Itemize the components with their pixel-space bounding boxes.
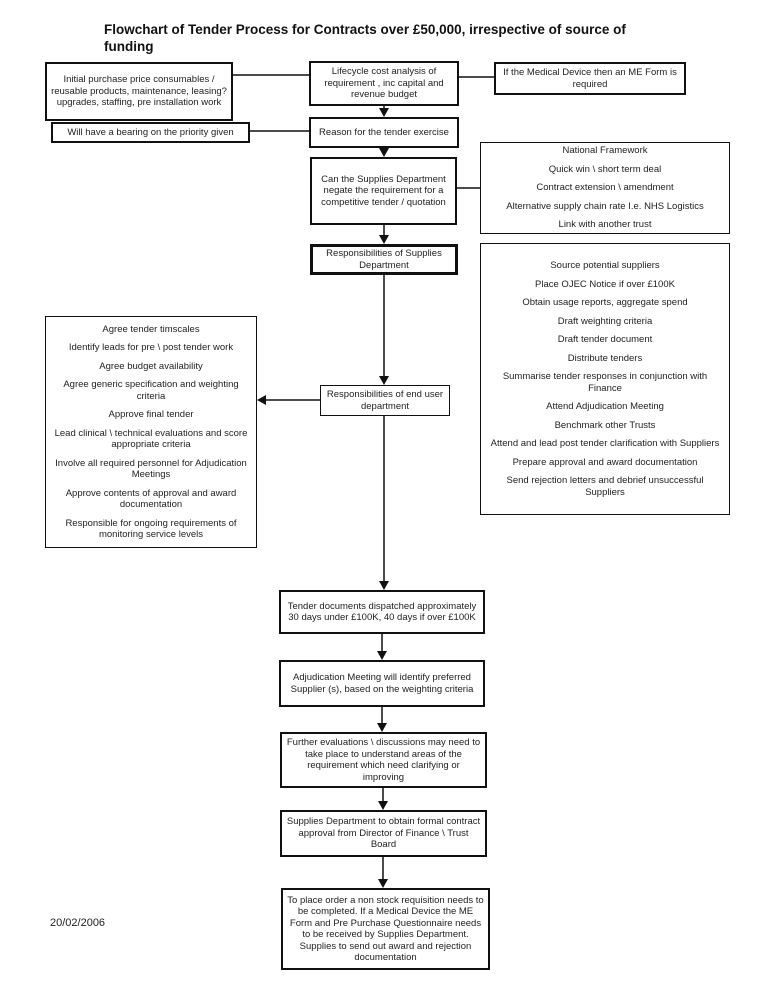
box-resp-supplies: Responsibilities of Supplies Department [310, 244, 458, 275]
list-item: Agree budget availability [99, 360, 203, 372]
box-lifecycle-cost: Lifecycle cost analysis of requirement ,… [309, 61, 459, 106]
box-initial-purchase: Initial purchase price consumables / reu… [45, 62, 233, 121]
box-tender-dispatch: Tender documents dispatched approximatel… [279, 590, 485, 634]
box-further-evaluations: Further evaluations \ discussions may ne… [280, 732, 487, 788]
list-item: Identify leads for pre \ post tender wor… [68, 342, 234, 353]
list-item: Responsible for ongoing requirements of … [65, 517, 237, 541]
page-title: Flowchart of Tender Process for Contract… [104, 22, 626, 54]
list-item: Alternative supply chain rate I.e. NHS L… [506, 200, 704, 212]
box-reason-tender: Reason for the tender exercise [309, 117, 459, 148]
list-item: Distribute tenders [567, 352, 643, 364]
list-item: Agree generic specification and weightin… [63, 379, 239, 402]
box-place-order: To place order a non stock requisition n… [281, 888, 490, 970]
box-can-negate: Can the Supplies Department negate the r… [310, 157, 457, 225]
list-item: National Framework [562, 145, 648, 157]
list-item: Attend and lead post tender clarificatio… [490, 438, 720, 449]
footer-date: 20/02/2006 [50, 917, 106, 929]
list-item: Obtain usage reports, aggregate spend [522, 297, 688, 308]
box-adjudication: Adjudication Meeting will identify prefe… [279, 660, 485, 707]
list-item: Approve final tender [108, 409, 194, 420]
list-item: Quick win \ short term deal [548, 163, 662, 175]
box-contract-approval: Supplies Department to obtain formal con… [280, 810, 487, 857]
list-item: Lead clinical \ technical evaluations an… [54, 427, 248, 451]
list-item: Place OJEC Notice if over £100K [535, 278, 675, 290]
list-item: Approve contents of approval and award d… [65, 487, 237, 511]
list-item: Benchmark other Trusts [554, 419, 656, 431]
box-bearing-priority: Will have a bearing on the priority give… [51, 122, 250, 143]
list-item: Link with another trust [558, 219, 652, 231]
list-item: Source potential suppliers [550, 260, 660, 271]
list-item: Send rejection letters and debrief unsuc… [506, 475, 704, 498]
box-me-form: If the Medical Device then an ME Form is… [494, 62, 686, 95]
list-item: Draft weighting criteria [557, 315, 653, 327]
list-item: Agree tender timscales [102, 323, 200, 335]
list-item: Summarise tender responses in conjunctio… [502, 371, 708, 394]
list-item: Involve all required personnel for Adjud… [55, 457, 247, 481]
list-item: Prepare approval and award documentation [512, 456, 698, 468]
list-item: Attend Adjudication Meeting [546, 401, 664, 412]
list-item: Contract extension \ amendment [536, 182, 674, 194]
list-item: Draft tender document [557, 334, 653, 345]
box-resp-end-user: Responsibilities of end user department [320, 385, 450, 416]
